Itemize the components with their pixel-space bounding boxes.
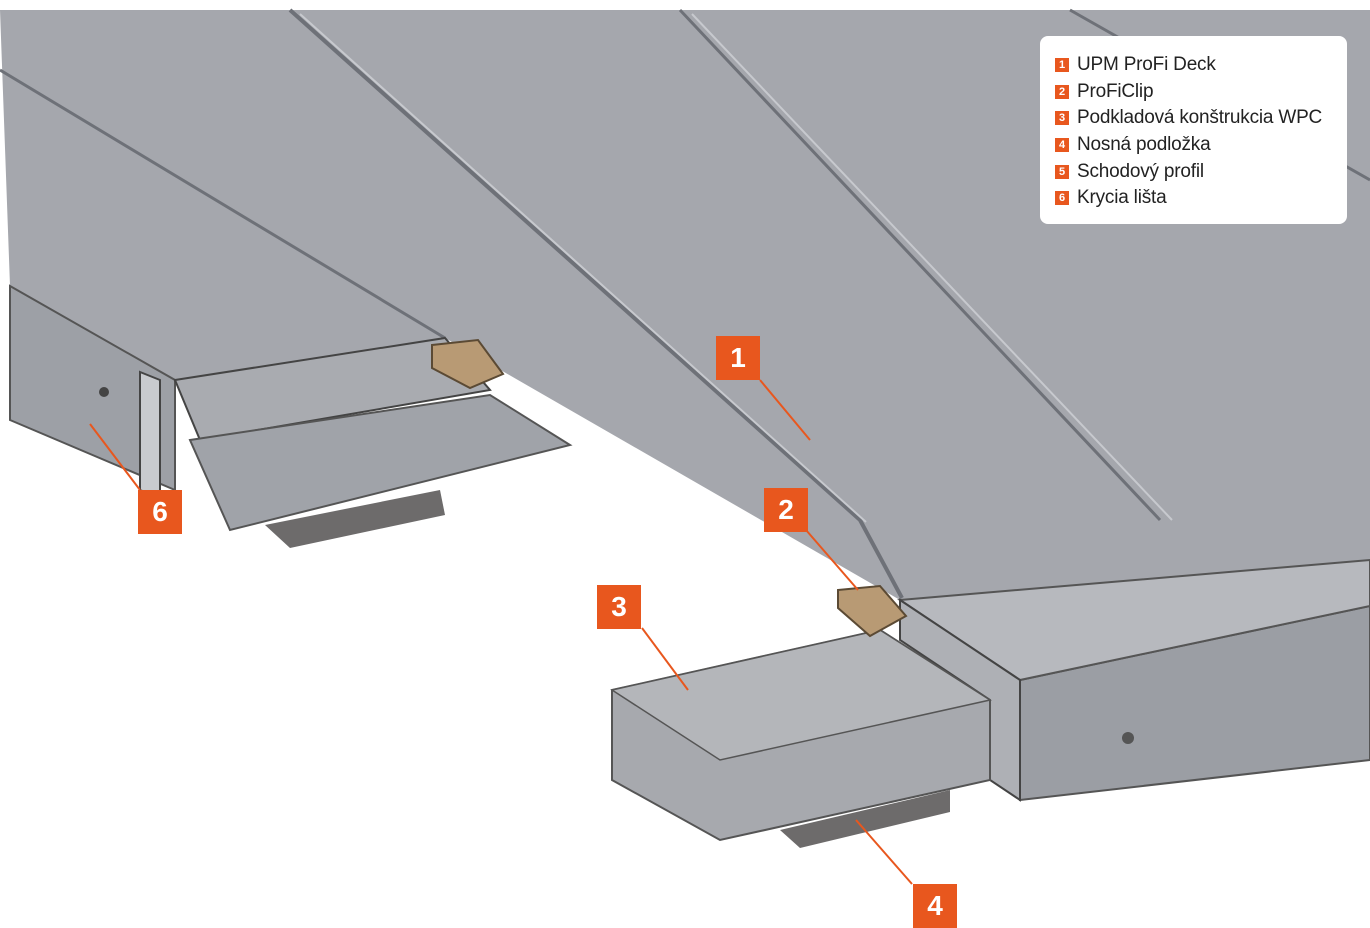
- legend-number-badge: 1: [1055, 58, 1069, 73]
- legend-label: Nosná podložka: [1077, 134, 1211, 156]
- callout-3: 3: [597, 585, 641, 629]
- leader-line-1: [759, 379, 811, 441]
- joist-left: [188, 393, 573, 532]
- leader-line-3: [641, 627, 689, 691]
- leader-line-4: [855, 819, 913, 885]
- legend-item: 5 Schodový profil: [1055, 158, 1347, 185]
- board-seam: [678, 8, 1162, 522]
- clip-right: [837, 584, 908, 638]
- legend-label: Krycia lišta: [1077, 187, 1167, 209]
- legend-number-badge: 2: [1055, 84, 1069, 99]
- legend-label: Podkladová konštrukcia WPC: [1077, 107, 1323, 129]
- legend-number-badge: 6: [1055, 191, 1069, 206]
- callout-1: 1: [716, 336, 760, 380]
- board-profile-end-left: [173, 336, 492, 442]
- legend-item: 1 UPM ProFi Deck: [1055, 52, 1347, 79]
- cover-strip-face: [139, 370, 161, 500]
- deck-board-surface: [0, 10, 1370, 600]
- leader-line-6: [89, 423, 141, 491]
- legend-number-badge: 4: [1055, 138, 1069, 153]
- callout-2: 2: [764, 488, 808, 532]
- legend-label: UPM ProFi Deck: [1077, 54, 1216, 76]
- legend-item: 6 Krycia lišta: [1055, 185, 1347, 212]
- legend-label: Schodový profil: [1077, 160, 1204, 182]
- board-seam-light: [691, 13, 1173, 521]
- legend-label: ProFiClip: [1077, 80, 1154, 102]
- legend-item: 2 ProFiClip: [1055, 79, 1347, 106]
- leader-line-2: [805, 529, 859, 591]
- board-seam-light: [299, 13, 867, 523]
- screw-icon: [99, 387, 109, 397]
- callout-6: 6: [138, 490, 182, 534]
- support-pad-left: [265, 490, 445, 548]
- callout-4: 4: [913, 884, 957, 928]
- legend-item: 3 Podkladová konštrukcia WPC: [1055, 105, 1347, 132]
- board-seam: [288, 8, 904, 599]
- joist-right-top: [610, 629, 992, 761]
- support-pad-right: [780, 790, 950, 848]
- legend-item: 4 Nosná podložka: [1055, 132, 1347, 159]
- board-seam: [0, 68, 446, 340]
- legend-number-badge: 3: [1055, 111, 1069, 126]
- screw-icon: [1122, 732, 1134, 744]
- clip-left: [431, 338, 505, 390]
- legend-number-badge: 5: [1055, 164, 1069, 179]
- legend: 1 UPM ProFi Deck 2 ProFiClip 3 Podkladov…: [1040, 36, 1347, 224]
